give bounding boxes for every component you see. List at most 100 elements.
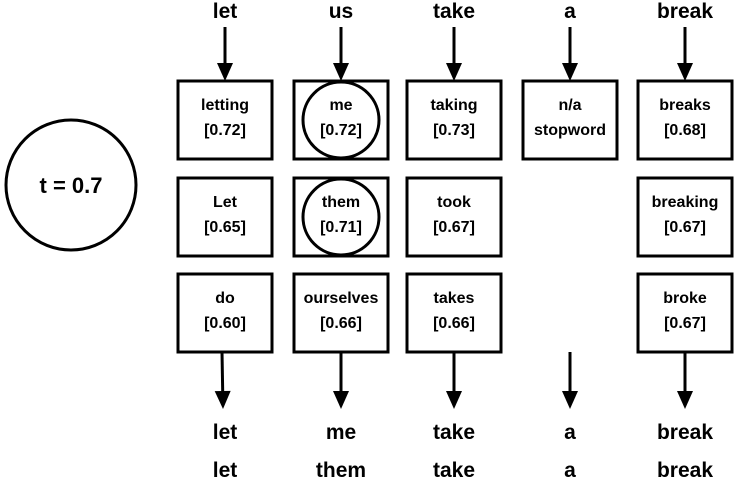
output-word: a [564, 459, 576, 479]
output-arrow-head [446, 391, 462, 409]
output-word: them [316, 459, 366, 479]
candidate-score: [0.71] [320, 219, 362, 236]
candidate-word: do [215, 290, 235, 307]
output-arrow [333, 352, 349, 409]
candidate-box-frame [636, 176, 734, 258]
candidate-word: breaks [659, 97, 711, 114]
input-word: break [657, 0, 713, 23]
candidate-box-frame [176, 176, 274, 258]
candidate-box: breaking [0.67] [636, 176, 734, 258]
output-word: break [657, 421, 713, 444]
candidate-score: stopword [534, 122, 606, 139]
selected-circle [301, 80, 381, 160]
output-arrow-head [562, 391, 578, 409]
candidate-score: [0.72] [204, 122, 246, 139]
candidate-word: me [329, 97, 352, 114]
candidate-word: n/a [558, 97, 581, 114]
output-arrow [446, 352, 462, 409]
input-word: us [329, 0, 354, 23]
candidate-word: ourselves [304, 290, 379, 307]
input-word: take [433, 0, 475, 23]
candidate-score: [0.67] [433, 219, 475, 236]
candidate-word: taking [430, 97, 477, 114]
candidate-box: do [0.60] [176, 272, 274, 354]
column-a: a n/a stopword [521, 0, 619, 409]
candidate-word: takes [434, 290, 475, 307]
threshold-label: t = 0.7 [40, 173, 103, 198]
candidate-score: [0.66] [433, 315, 475, 332]
output-word: break [657, 459, 713, 479]
candidate-box: breaks [0.68] [636, 79, 734, 161]
output-arrow [677, 352, 693, 409]
candidate-box-frame [292, 272, 390, 354]
candidate-score: [0.65] [204, 219, 246, 236]
candidate-box: took [0.67] [405, 176, 503, 258]
output-word: let [213, 421, 238, 444]
candidate-word: letting [201, 97, 249, 114]
candidate-box: me [0.72] [292, 79, 390, 161]
input-arrow [677, 27, 693, 81]
columns-layer: let letting [0.72] Let [0.65] do [0.60] us me [0.… [176, 0, 734, 409]
input-arrow [333, 27, 349, 81]
candidate-score: [0.72] [320, 122, 362, 139]
candidate-box-frame [636, 79, 734, 161]
candidate-box: them[0.71] [292, 176, 390, 258]
candidate-box: ourselves [0.66] [292, 272, 390, 354]
column-let: let letting [0.72] Let [0.65] do [0.60] [176, 0, 274, 409]
selected-circle [301, 177, 381, 257]
candidate-word: Let [213, 194, 238, 211]
candidate-word: broke [663, 290, 707, 307]
candidate-score: [0.60] [204, 315, 246, 332]
candidate-score: [0.68] [664, 122, 706, 139]
input-arrow-head [217, 63, 233, 81]
candidate-score: [0.67] [664, 219, 706, 236]
candidate-box: n/a stopword [521, 79, 619, 161]
candidate-word: breaking [652, 194, 719, 211]
threshold-node: t = 0.7 [4, 118, 138, 252]
input-arrow [217, 27, 233, 81]
output-word: let [213, 459, 238, 479]
candidate-box-frame [521, 79, 619, 161]
input-arrow [562, 27, 578, 81]
column-break: break breaks [0.68] breaking [0.67] broke [0.6… [636, 0, 734, 409]
output-arrow-head [333, 391, 349, 409]
candidate-score: [0.67] [664, 315, 706, 332]
threshold-circle [4, 118, 138, 252]
output-word: a [564, 421, 576, 444]
candidate-box: letting [0.72] [176, 79, 274, 161]
input-word: let [213, 0, 238, 23]
candidate-box: broke [0.67] [636, 272, 734, 354]
output-arrow [214, 351, 231, 409]
candidate-box-frame [405, 79, 503, 161]
output-arrow-head [214, 390, 231, 409]
candidate-word: took [437, 194, 471, 211]
input-arrow [446, 27, 462, 81]
input-word: a [564, 0, 576, 23]
output-word: me [326, 421, 356, 444]
candidate-box-frame [405, 176, 503, 258]
candidate-box: taking [0.73] [405, 79, 503, 161]
output-word: take [433, 421, 475, 444]
candidate-box-frame [292, 79, 390, 161]
column-take: take taking [0.73] took [0.67] takes [0.66] [405, 0, 503, 409]
output-sentence-2: let them take a break [213, 459, 714, 479]
candidate-box: Let [0.65] [176, 176, 274, 258]
candidate-box-frame [292, 176, 390, 258]
candidate-box-frame [176, 272, 274, 354]
output-arrow-shaft [220, 351, 225, 392]
column-us: us me [0.72] them[0.71] ourselves [0.66] [292, 0, 390, 409]
candidate-box-frame [405, 272, 503, 354]
output-arrow-head [677, 391, 693, 409]
candidate-box: takes [0.66] [405, 272, 503, 354]
candidate-score: [0.66] [320, 315, 362, 332]
output-arrow [562, 352, 578, 409]
output-sentence-1: let me take a break [213, 421, 714, 444]
input-arrow-head [677, 63, 693, 81]
input-arrow-head [562, 63, 578, 81]
candidate-score: [0.73] [433, 122, 475, 139]
input-arrow-head [333, 63, 349, 81]
output-sentences: let me take a break let them take a break [213, 421, 714, 479]
candidate-box-frame [176, 79, 274, 161]
output-word: take [433, 459, 475, 479]
